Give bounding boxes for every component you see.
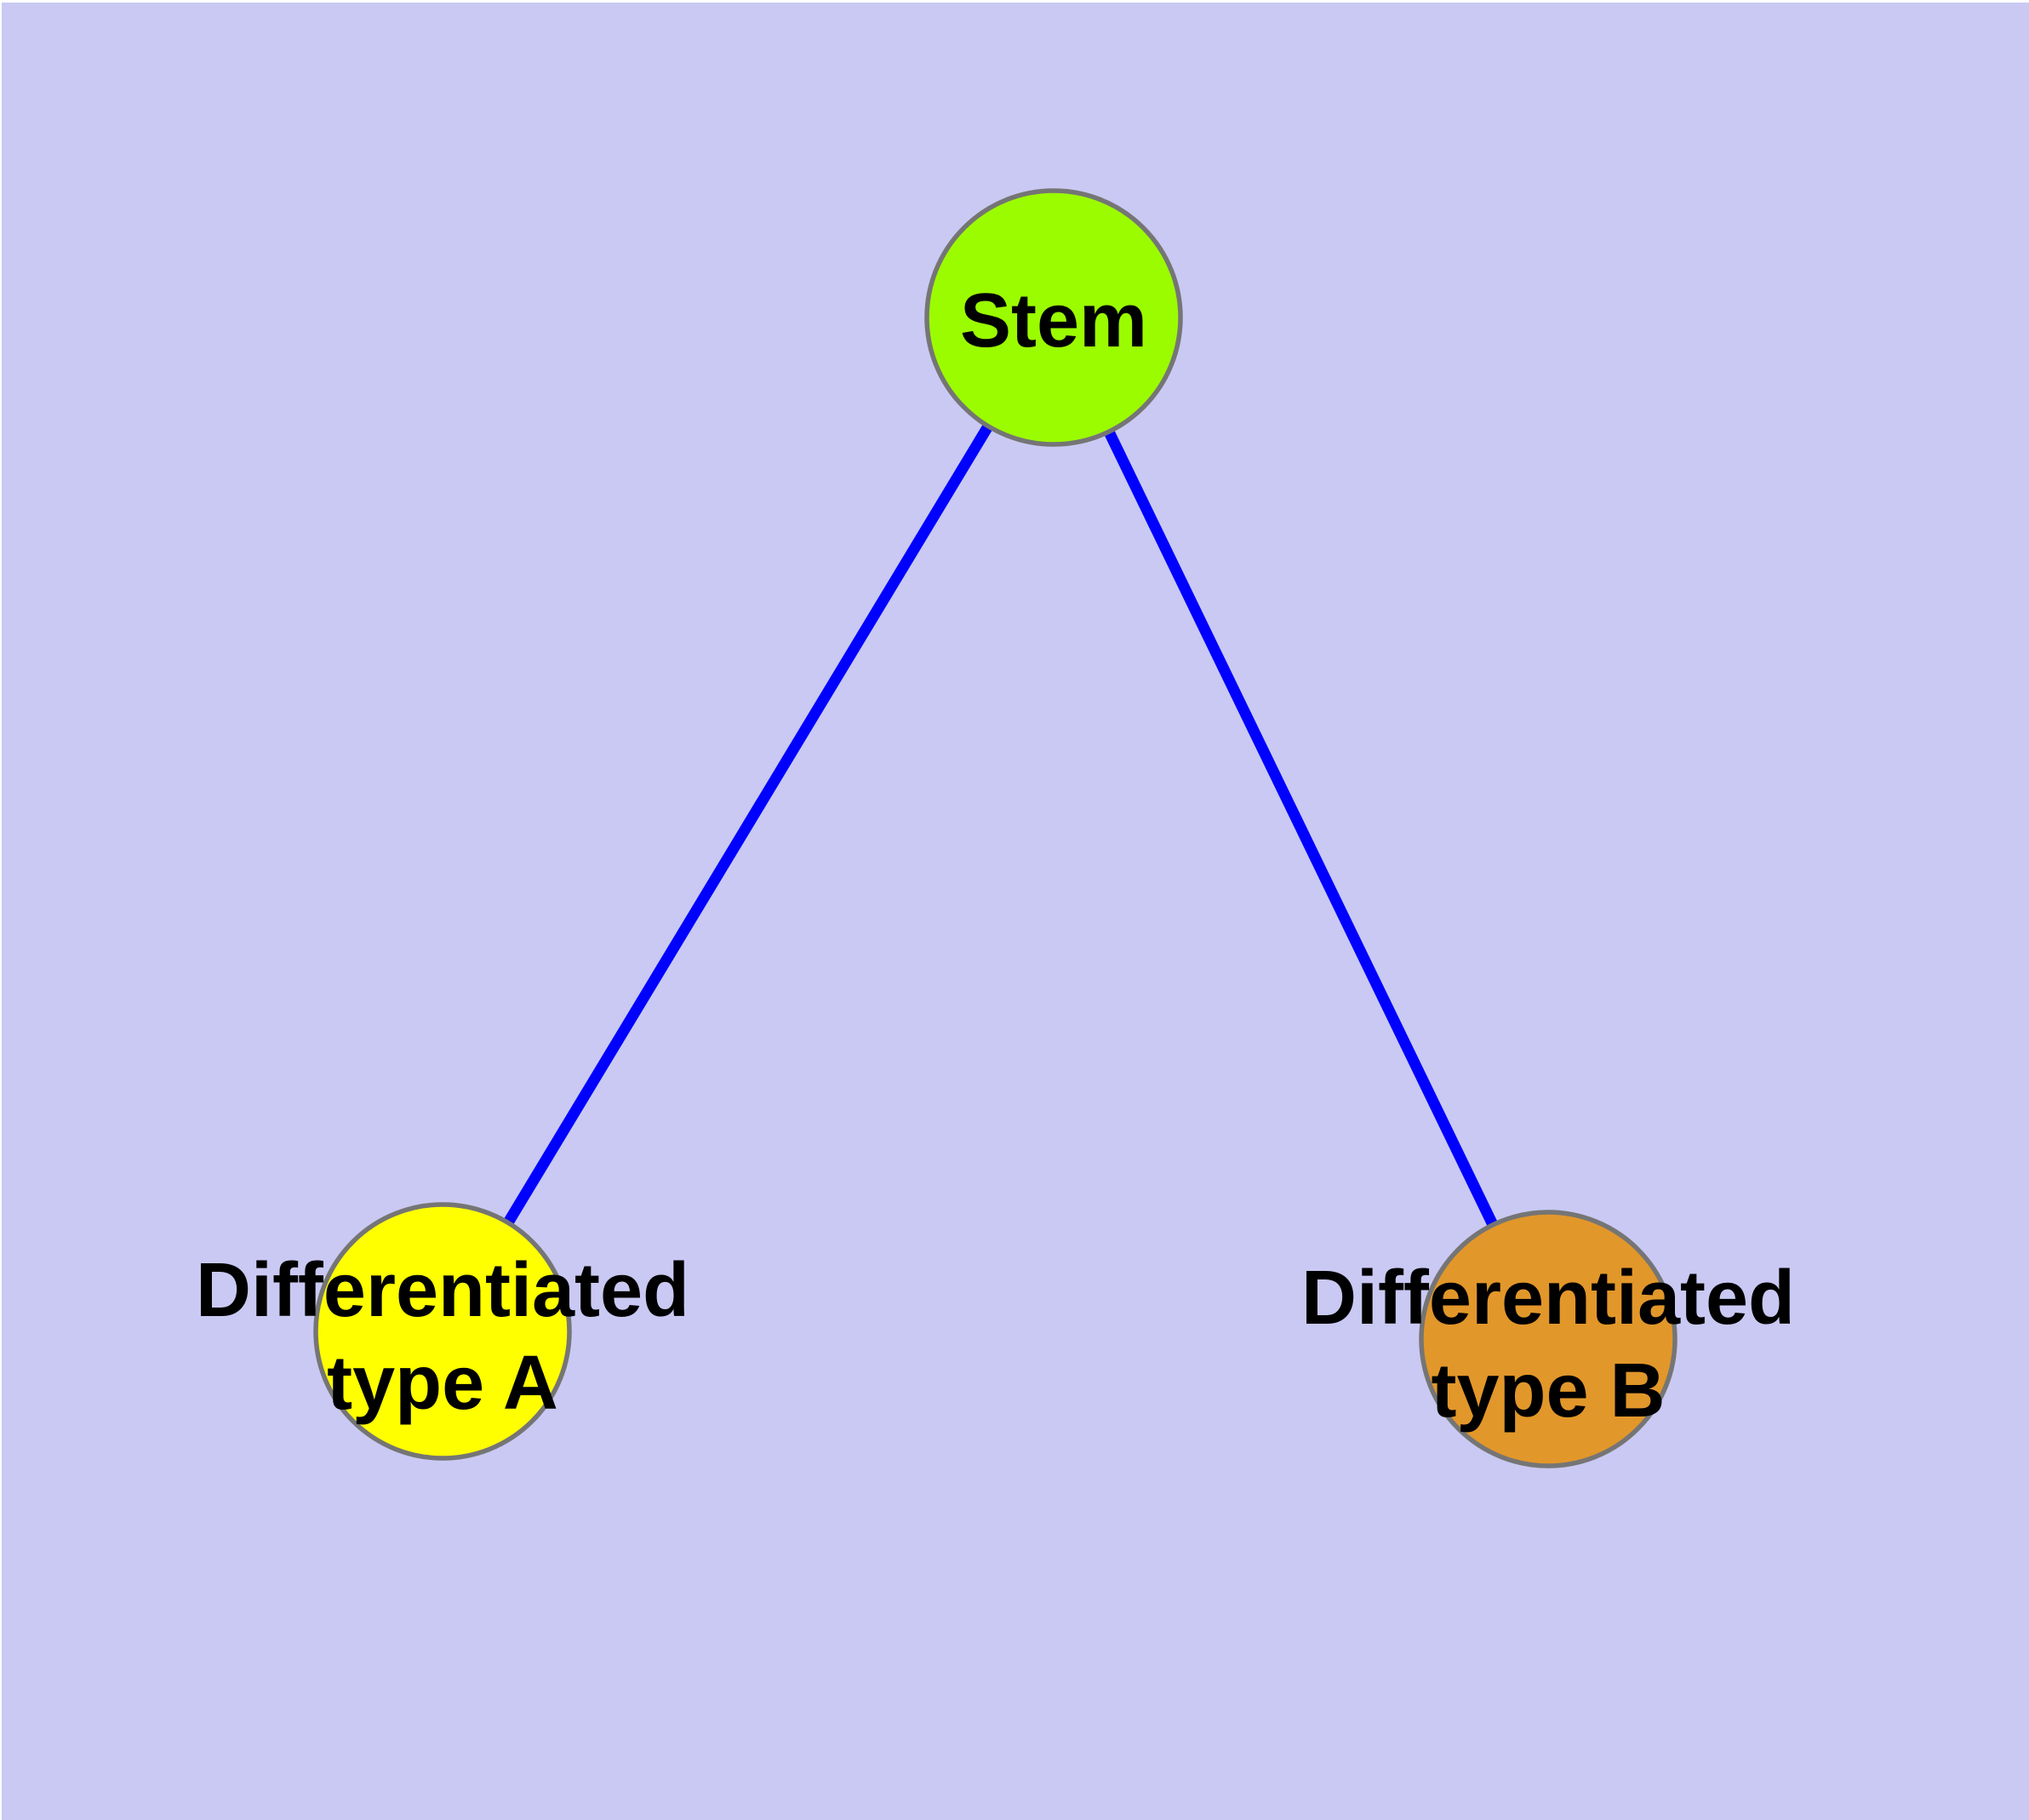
node-stem-label: Stem: [960, 278, 1147, 363]
node-differentiated-type-a-label-line2: type A: [327, 1341, 558, 1426]
edge-stem-to-type-b: [1049, 315, 1553, 1342]
node-differentiated-type-a-label-line1: Differentiated: [196, 1248, 689, 1333]
node-differentiated-type-b-label-line2: type B: [1431, 1348, 1665, 1434]
node-stem-circle: [924, 188, 1183, 447]
node-differentiated-type-a-circle: [313, 1202, 572, 1461]
node-differentiated-type-b-circle: [1419, 1210, 1677, 1468]
node-differentiated-type-b-label-line1: Differentiated: [1301, 1256, 1795, 1341]
edge-stem-to-type-a: [437, 314, 1059, 1335]
